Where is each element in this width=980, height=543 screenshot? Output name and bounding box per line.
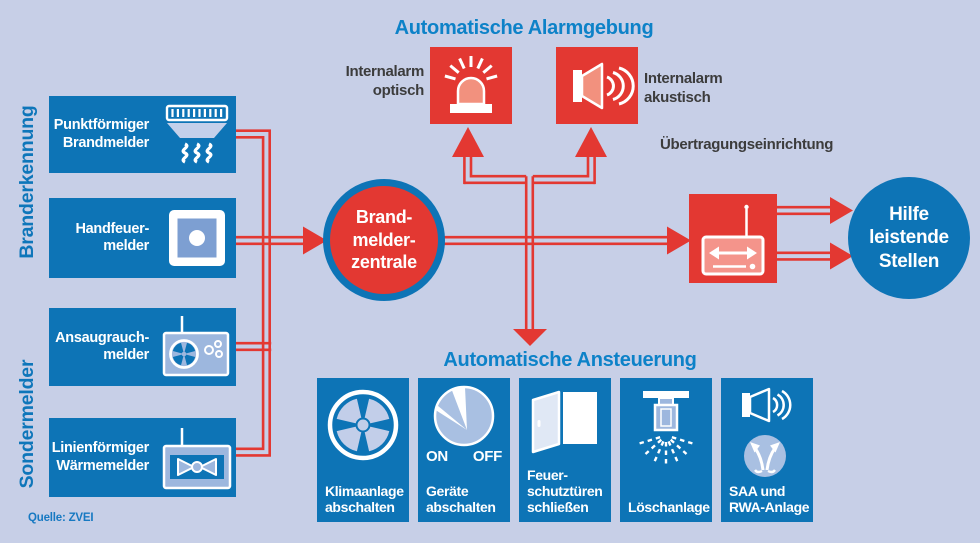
- alarm-box-akustisch: [556, 47, 638, 124]
- side-label-branderkennung: Branderkennung: [16, 105, 38, 259]
- action-label: Geräte abschalten: [426, 482, 496, 515]
- detector-box-punktfoermiger-brandmelder: Punktförmiger Brandmelder: [49, 96, 236, 173]
- detector-box-handfeuermelder: Handfeuer- melder: [49, 198, 236, 278]
- dial-icon: [418, 384, 510, 448]
- detector-box-ansaugrauchmelder: Ansaugrauch- melder: [49, 308, 236, 386]
- aspirating-smoke-detector-icon: [158, 313, 236, 381]
- action-box-feuerschutztueren: Feuer- schutztüren schließen: [519, 378, 611, 522]
- detector-label: Ansaugrauch- melder: [55, 329, 149, 363]
- help-center-label: Hilfe leistende Stellen: [869, 204, 949, 272]
- optical-beacon-icon: [444, 55, 498, 113]
- sprinkler-icon: [620, 386, 712, 466]
- detector-label: Linienförmiger Wärmemelder: [51, 440, 150, 474]
- action-label: Löschanlage: [628, 498, 710, 515]
- linear-heat-detector-icon: [158, 424, 236, 492]
- action-label: Feuer- schutztüren schließen: [527, 466, 603, 515]
- action-label: Klimaanlage abschalten: [325, 482, 404, 515]
- help-center-circle: Hilfe leistende Stellen: [848, 177, 970, 299]
- alarm-section-title: Automatische Alarmgebung: [394, 17, 654, 39]
- dial-on-label: ON: [426, 448, 448, 465]
- alarm-box-optisch: [430, 47, 512, 124]
- action-box-loeschanlage: Löschanlage: [620, 378, 712, 522]
- fan-icon: [317, 387, 409, 463]
- transmission-label: Übertragungseinrichtung: [660, 136, 834, 153]
- speaker-branch-icon: [721, 386, 813, 484]
- label-internalarm-akustisch: Internalarm akustisch: [644, 70, 723, 106]
- action-box-klimaanlage: Klimaanlage abschalten: [317, 378, 409, 522]
- manual-call-point-icon: [158, 207, 236, 269]
- detector-label: Handfeuer- melder: [75, 220, 149, 254]
- detector-label: Punktförmiger Brandmelder: [53, 117, 150, 151]
- action-box-saa-rwa: SAA und RWA-Anlage: [721, 378, 813, 522]
- control-panel-circle: Brand- melder- zentrale: [323, 179, 445, 301]
- action-box-geraete: ON OFF Geräte abschalten: [418, 378, 510, 522]
- acoustic-siren-icon: [573, 62, 635, 109]
- fire-door-icon: [519, 387, 611, 455]
- point-smoke-detector-icon: [158, 104, 236, 166]
- action-label: SAA und RWA-Anlage: [729, 482, 810, 515]
- detector-box-linienfoermiger-waermemelder: Linienförmiger Wärmemelder: [49, 418, 236, 497]
- source-credit: Quelle: ZVEI: [28, 512, 94, 524]
- transmission-device-box: [689, 194, 777, 283]
- label-internalarm-optisch: Internalarm optisch: [345, 63, 425, 99]
- control-panel-label: Brand- melder- zentrale: [351, 207, 417, 273]
- side-label-sondermelder: Sondermelder: [16, 359, 38, 489]
- dial-off-label: OFF: [472, 448, 502, 465]
- transmitter-icon: [701, 204, 765, 276]
- control-section-title: Automatische Ansteuerung: [443, 349, 697, 371]
